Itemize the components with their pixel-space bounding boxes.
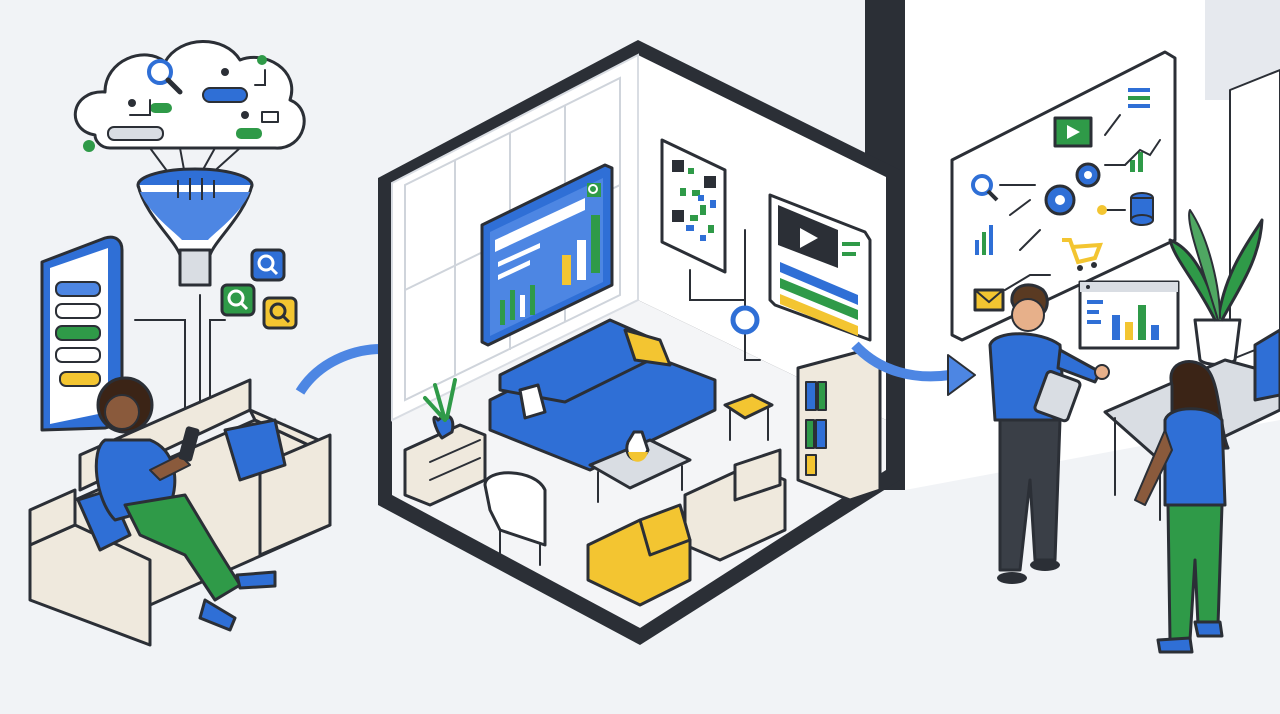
arrow-icon [851, 341, 951, 382]
workflow-board [950, 50, 1177, 342]
search-icon [971, 174, 993, 196]
pillow [623, 328, 672, 367]
small-dashboard [1078, 280, 1180, 350]
trend-chart-icon [1124, 139, 1161, 172]
mail-icon [973, 288, 1005, 312]
armchair-yellow [586, 503, 692, 607]
sofa-blue [488, 318, 717, 472]
man-with-tablet [988, 283, 1110, 584]
armchair-white [483, 471, 547, 566]
woman-standing [1134, 360, 1230, 654]
cart-icon [1062, 238, 1103, 271]
qr-code-icon [660, 138, 727, 274]
window-right [1229, 69, 1280, 361]
cloud-network-icon [73, 40, 306, 176]
dashboard-screen [480, 163, 614, 347]
play-icon [800, 228, 818, 248]
pillow [223, 418, 287, 482]
armchair-cream [683, 448, 787, 562]
database-icon [1130, 192, 1154, 226]
funnel-icon [136, 167, 254, 287]
bookshelf [796, 350, 882, 502]
search-tiles [220, 248, 298, 330]
search-icon [147, 59, 173, 85]
yellow-stool [723, 393, 774, 441]
coffee-table [588, 430, 692, 503]
woman-with-phone [94, 376, 277, 632]
video-panel [768, 193, 872, 342]
phone-screen-panel [40, 235, 124, 432]
gear-icon [1044, 162, 1101, 216]
